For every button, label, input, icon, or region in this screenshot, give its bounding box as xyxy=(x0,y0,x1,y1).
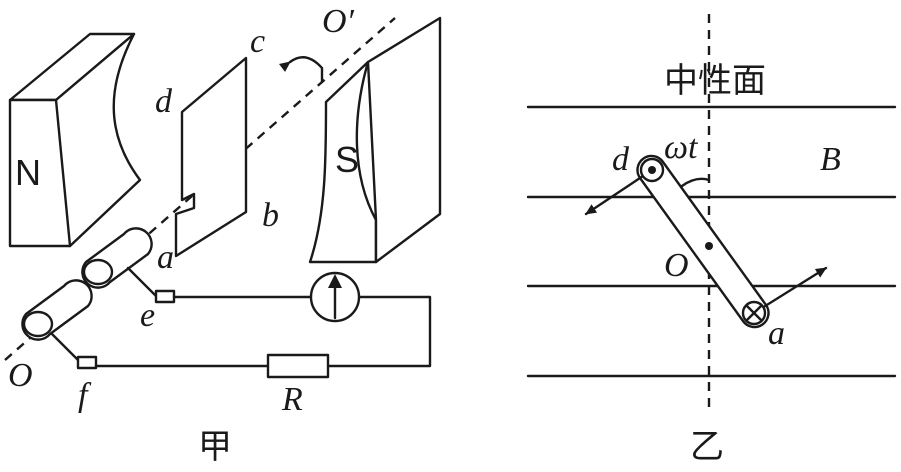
label-f: f xyxy=(78,377,92,414)
cross-symbol-2 xyxy=(745,304,763,322)
dot-symbol xyxy=(648,166,656,174)
rotation-direction-arrow xyxy=(278,56,324,84)
label-d-yi: d xyxy=(612,141,630,178)
coil-side-view xyxy=(636,154,770,329)
slip-rings xyxy=(21,227,153,341)
coil-abcd xyxy=(174,56,248,258)
brush-f-arm xyxy=(50,332,82,364)
brush-e xyxy=(154,289,176,304)
label-b: b xyxy=(262,197,279,234)
galvanometer xyxy=(309,271,361,323)
angle-arc xyxy=(680,177,711,188)
brush-e-arm xyxy=(126,266,158,298)
label-neutral-plane: 中性面 xyxy=(664,61,766,101)
north-magnet: N xyxy=(8,32,142,248)
resistor xyxy=(266,353,330,379)
north-label: N xyxy=(15,152,41,193)
slip-ring-lower-face xyxy=(22,310,54,338)
figure-jia: N S xyxy=(4,3,442,467)
brush-f xyxy=(76,355,98,370)
label-O-yi: O xyxy=(664,247,689,284)
velocity-arrow-d xyxy=(584,168,654,216)
wire-meter-resistor xyxy=(326,295,432,368)
label-a-yi: a xyxy=(768,315,785,352)
label-c: c xyxy=(250,23,265,60)
figure-yi: 中性面 d ωt B O a 乙 xyxy=(526,14,897,467)
label-d: d xyxy=(155,83,173,120)
caption-yi: 乙 xyxy=(690,427,724,467)
south-magnet: S xyxy=(308,16,442,264)
label-R: R xyxy=(281,381,303,418)
label-axis-bottom: O xyxy=(8,357,33,394)
label-a: a xyxy=(157,239,174,276)
caption-jia: 甲 xyxy=(198,427,232,467)
label-e: e xyxy=(140,297,155,334)
label-omega-t: ωt xyxy=(664,129,699,166)
center-point xyxy=(705,242,713,250)
south-label: S xyxy=(335,139,359,180)
velocity-arrow-a xyxy=(752,266,828,315)
label-axis-top: O′ xyxy=(322,3,355,40)
slip-ring-upper-face xyxy=(82,258,114,286)
label-B: B xyxy=(820,141,841,178)
